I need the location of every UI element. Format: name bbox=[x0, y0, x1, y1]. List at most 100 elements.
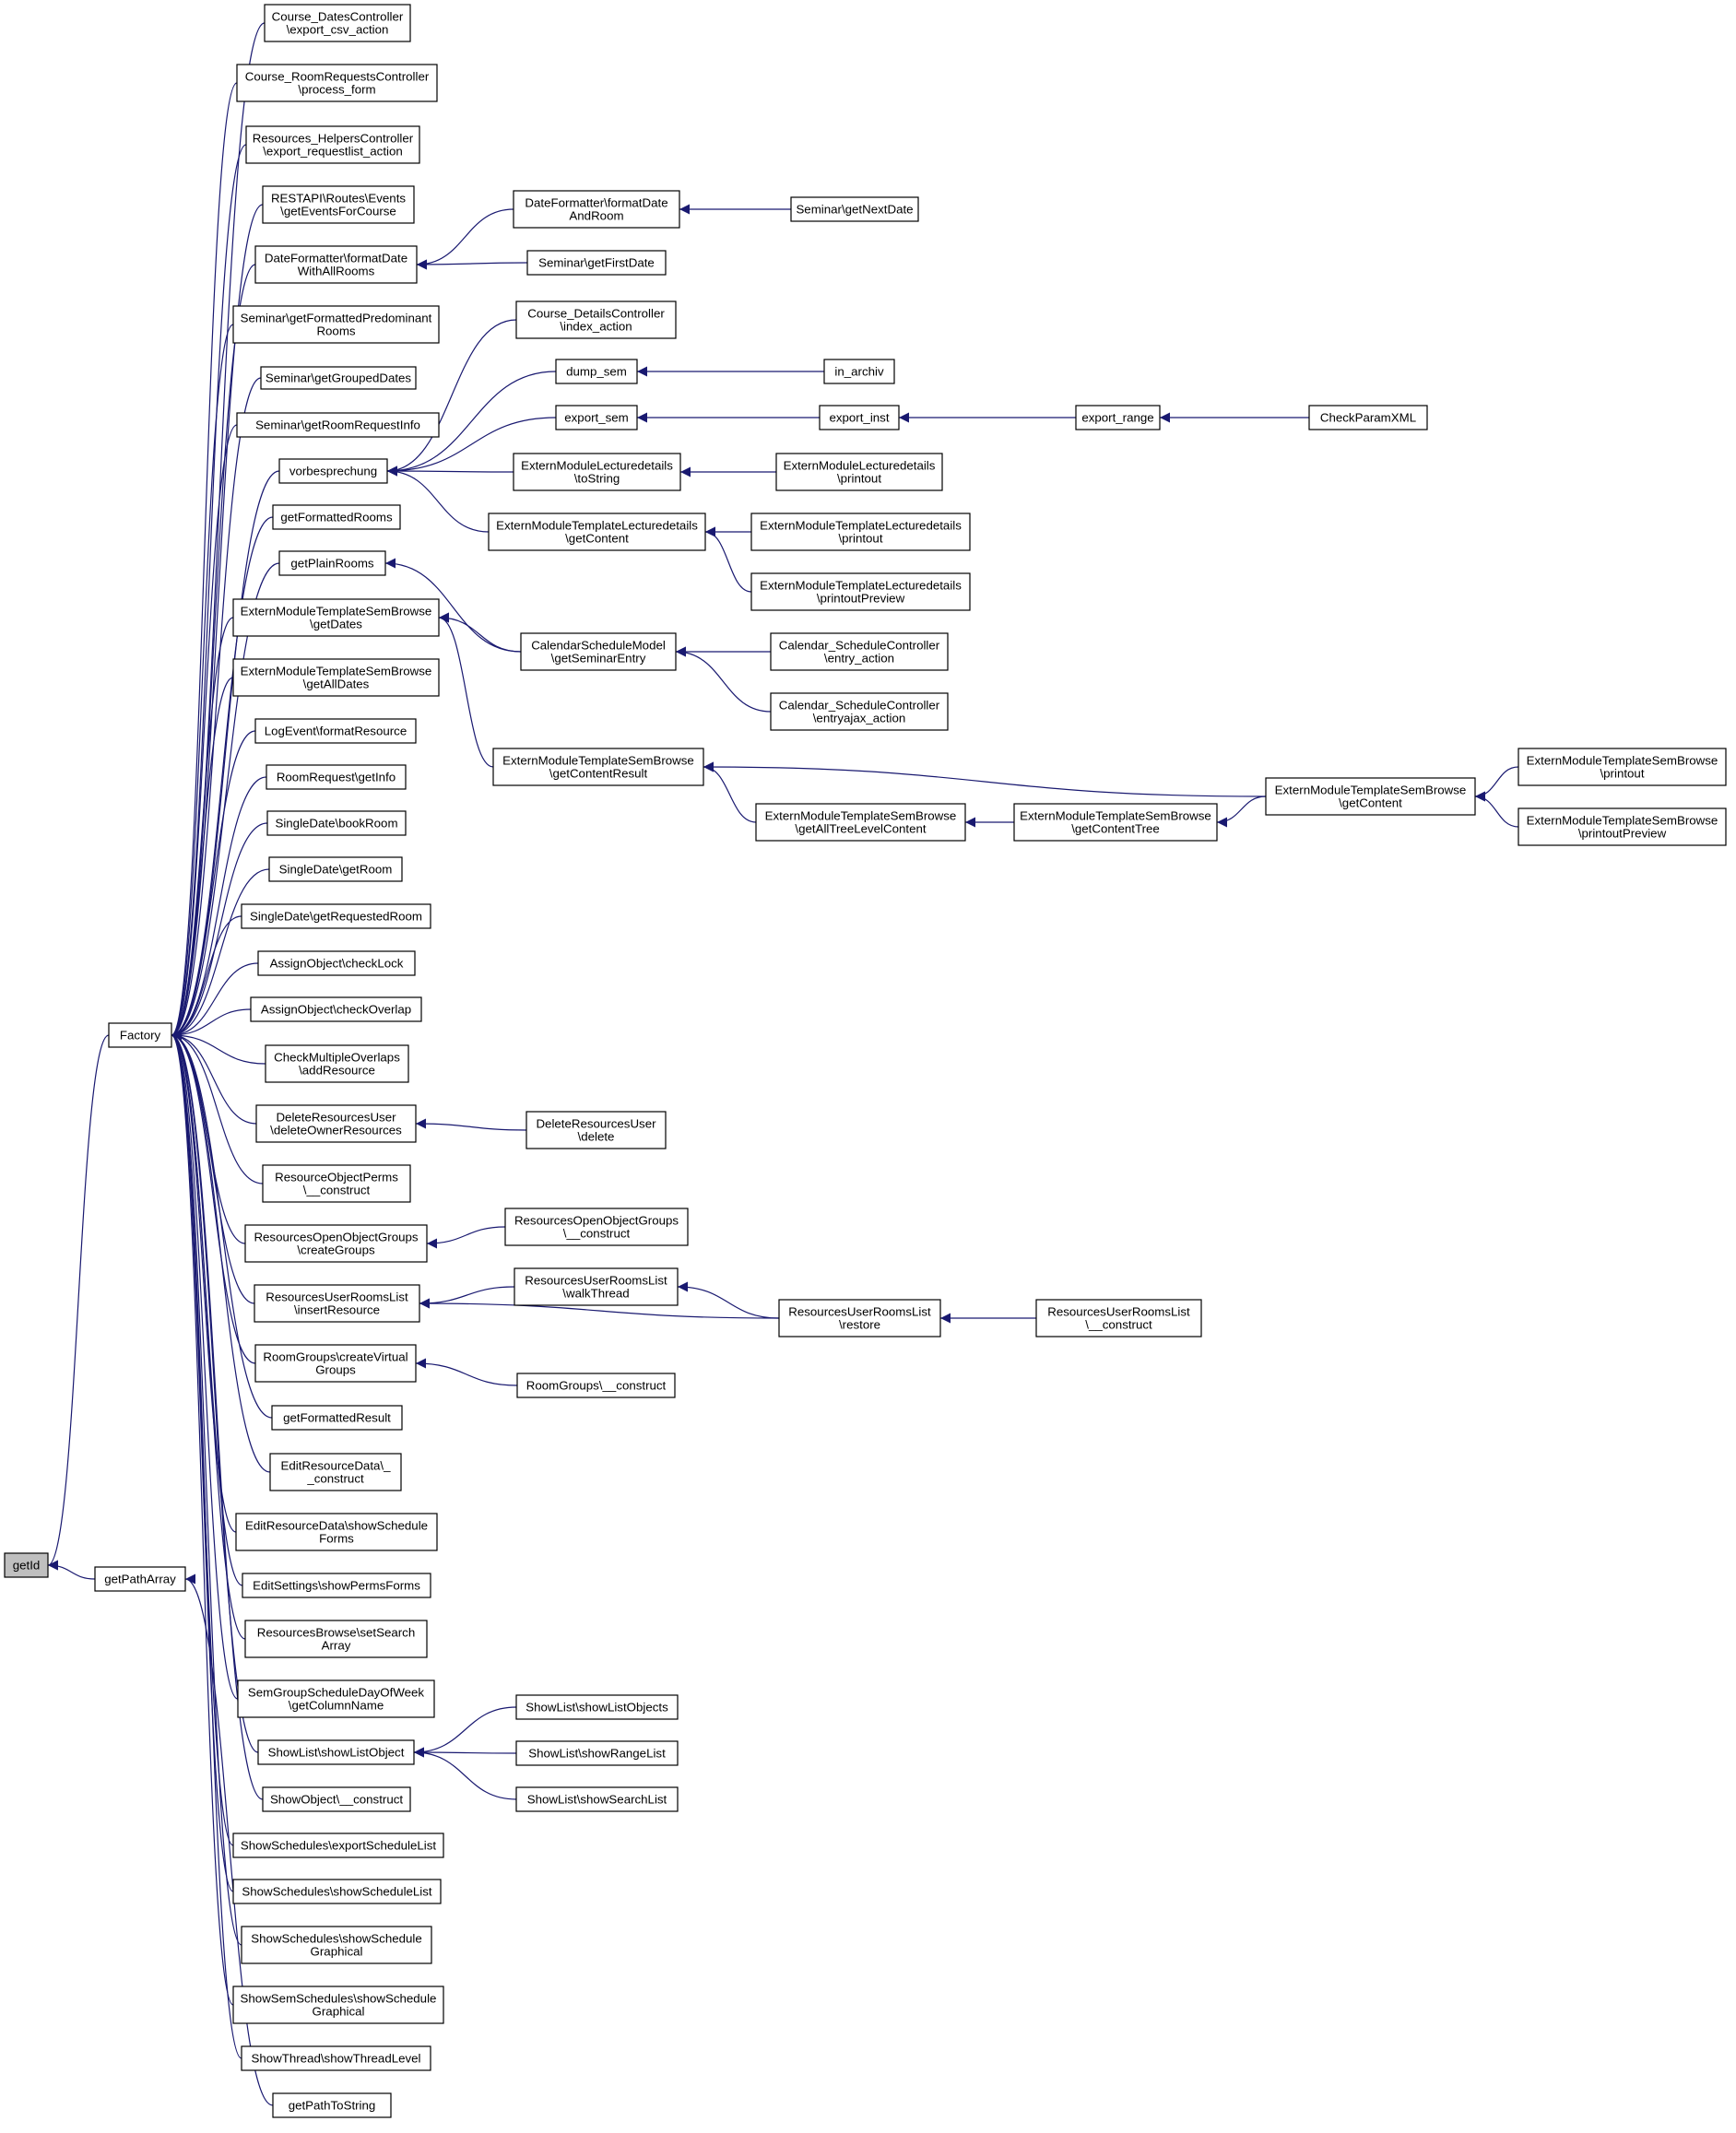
graph-node-logevent-formatresource[interactable]: LogEvent\formatResource bbox=[254, 718, 417, 744]
graph-node-semgroupscheduledayofweek-getcolumnname[interactable]: SemGroupScheduleDayOfWeek\getColumnName bbox=[237, 1679, 435, 1718]
graph-node-course-detailscontroller-index-action[interactable]: Course_DetailsController\index_action bbox=[515, 301, 677, 339]
graph-node-getformattedresult[interactable]: getFormattedResult bbox=[271, 1405, 403, 1431]
graph-node-showschedules-exportschedulelist[interactable]: ShowSchedules\exportScheduleList bbox=[232, 1832, 444, 1858]
graph-node-checkmultipleoverlaps-addresource[interactable]: CheckMultipleOverlaps\addResource bbox=[265, 1044, 409, 1083]
graph-node-roomrequest-getinfo[interactable]: RoomRequest\getInfo bbox=[266, 764, 407, 790]
graph-node-export-inst[interactable]: export_inst bbox=[819, 405, 900, 430]
graph-node-externmoduletemplatesembrowse-getcontent[interactable]: ExternModuleTemplateSemBrowse\getContent bbox=[1265, 777, 1476, 816]
graph-node-externmodulelecturedetails-tostring[interactable]: ExternModuleLecturedetails\toString bbox=[513, 453, 681, 491]
graph-node-singledate-getroom[interactable]: SingleDate\getRoom bbox=[268, 856, 403, 882]
graph-node-dump-sem[interactable]: dump_sem bbox=[555, 359, 638, 384]
graph-node-showlist-showsearchlist[interactable]: ShowList\showSearchList bbox=[515, 1786, 679, 1812]
graph-node-resourcesopenobjectgroups-creategroups[interactable]: ResourcesOpenObjectGroups\createGroups bbox=[244, 1224, 428, 1263]
graph-node-externmoduletemplatelecturedetails-printout[interactable]: ExternModuleTemplateLecturedetails\print… bbox=[750, 513, 971, 551]
node-label: \__construct bbox=[563, 1227, 631, 1241]
graph-node-singledate-getrequestedroom[interactable]: SingleDate\getRequestedRoom bbox=[241, 903, 431, 929]
node-label: ShowSemSchedules\showSchedule bbox=[241, 1992, 437, 2006]
graph-node-in-archiv[interactable]: in_archiv bbox=[823, 359, 895, 384]
node-label: \export_requestlist_action bbox=[263, 145, 403, 159]
graph-node-calendar-schedulecontroller-entry-action[interactable]: Calendar_ScheduleController\entry_action bbox=[770, 632, 949, 671]
graph-node-externmoduletemplatelecturedetails-printoutpreview[interactable]: ExternModuleTemplateLecturedetails\print… bbox=[750, 572, 971, 611]
edge-n3-to-Factory bbox=[171, 144, 247, 1041]
graph-node-resourcesuserroomslist-walkthread[interactable]: ResourcesUserRoomsList\walkThread bbox=[514, 1267, 679, 1306]
graph-node-getpathtostring[interactable]: getPathToString bbox=[272, 2092, 392, 2118]
graph-node-resourcesuserroomslist-construct[interactable]: ResourcesUserRoomsList\__construct bbox=[1035, 1299, 1202, 1338]
node-label: export_inst bbox=[829, 411, 889, 425]
graph-node-getformattedrooms[interactable]: getFormattedRooms bbox=[272, 504, 401, 530]
node-box bbox=[245, 125, 420, 164]
graph-node-getid[interactable]: getId bbox=[4, 1552, 49, 1578]
graph-node-getpatharray[interactable]: getPathArray bbox=[94, 1566, 186, 1592]
graph-node-vorbesprechung[interactable]: vorbesprechung bbox=[278, 458, 388, 484]
graph-node-export-range[interactable]: export_range bbox=[1075, 405, 1161, 430]
node-label: Resources_HelpersController bbox=[253, 132, 414, 146]
graph-node-seminar-getgroupeddates[interactable]: Seminar\getGroupedDates bbox=[260, 366, 417, 390]
node-label: Seminar\getRoomRequestInfo bbox=[255, 418, 420, 432]
node-box bbox=[271, 1405, 403, 1431]
graph-node-externmoduletemplatesembrowse-getcontentresult[interactable]: ExternModuleTemplateSemBrowse\getContent… bbox=[492, 748, 704, 786]
graph-node-showlist-showlistobjects[interactable]: ShowList\showListObjects bbox=[515, 1694, 679, 1720]
graph-node-deleteresourcesuser-deleteownerresources[interactable]: DeleteResourcesUser\deleteOwnerResources bbox=[255, 1104, 417, 1143]
graph-node-externmoduletemplatesembrowse-getcontenttree[interactable]: ExternModuleTemplateSemBrowse\getContent… bbox=[1013, 803, 1218, 842]
graph-node-showthread-showthreadlevel[interactable]: ShowThread\showThreadLevel bbox=[241, 2045, 431, 2071]
graph-node-showschedules-showschedulelist[interactable]: ShowSchedules\showScheduleList bbox=[232, 1879, 442, 1904]
graph-node-externmoduletemplatesembrowse-getalltreelevelcontent[interactable]: ExternModuleTemplateSemBrowse\getAllTree… bbox=[755, 803, 966, 842]
graph-node-assignobject-checklock[interactable]: AssignObject\checkLock bbox=[257, 950, 416, 976]
graph-node-seminar-getnextdate[interactable]: Seminar\getNextDate bbox=[790, 196, 919, 222]
graph-node-assignobject-checkoverlap[interactable]: AssignObject\checkOverlap bbox=[250, 996, 422, 1022]
graph-node-editresourcedata-construct[interactable]: EditResourceData\__construct bbox=[269, 1453, 402, 1491]
edge-n18-to-Factory bbox=[171, 915, 242, 1041]
graph-node-restapi-routes-events-geteventsforcourse[interactable]: RESTAPI\Routes\Events\getEventsForCourse bbox=[262, 185, 415, 224]
graph-node-calendar-schedulecontroller-entryajax-action[interactable]: Calendar_ScheduleController\entryajax_ac… bbox=[770, 692, 949, 731]
graph-node-roomgroups-construct[interactable]: RoomGroups\__construct bbox=[516, 1373, 676, 1398]
graph-node-resources-helperscontroller-export-requestlist-action[interactable]: Resources_HelpersController\export_reque… bbox=[245, 125, 420, 164]
graph-node-resourcesopenobjectgroups-construct[interactable]: ResourcesOpenObjectGroups\__construct bbox=[504, 1208, 689, 1246]
graph-node-externmoduletemplatelecturedetails-getcontent[interactable]: ExternModuleTemplateLecturedetails\getCo… bbox=[488, 513, 706, 551]
node-label: getPlainRooms bbox=[290, 557, 374, 571]
node-label: Graphical bbox=[313, 2005, 365, 2019]
graph-node-externmoduletemplatesembrowse-printout[interactable]: ExternModuleTemplateSemBrowse\printout bbox=[1518, 748, 1727, 786]
edge-g1-to-f2 bbox=[1474, 766, 1519, 802]
graph-node-resourceobjectperms-construct[interactable]: ResourceObjectPerms\__construct bbox=[262, 1164, 411, 1203]
graph-node-deleteresourcesuser-delete[interactable]: DeleteResourcesUser\delete bbox=[526, 1111, 667, 1149]
node-label: \printoutPreview bbox=[817, 592, 905, 606]
graph-node-externmoduletemplatesembrowse-getalldates[interactable]: ExternModuleTemplateSemBrowse\getAllDate… bbox=[232, 658, 440, 697]
node-label: ExternModuleTemplateSemBrowse bbox=[1275, 784, 1467, 797]
edge-c16-to-n33 bbox=[413, 1747, 517, 1800]
graph-node-showlist-showlistobject[interactable]: ShowList\showListObject bbox=[257, 1739, 415, 1765]
edge-d8-to-c8 bbox=[675, 646, 772, 713]
node-box bbox=[520, 632, 677, 671]
graph-node-course-roomrequestscontroller-process-form[interactable]: Course_RoomRequestsController\process_fo… bbox=[236, 64, 438, 102]
graph-node-showlist-showrangelist[interactable]: ShowList\showRangeList bbox=[515, 1740, 679, 1766]
graph-node-getplainrooms[interactable]: getPlainRooms bbox=[278, 550, 386, 576]
graph-node-checkparamxml[interactable]: CheckParamXML bbox=[1308, 405, 1428, 430]
node-label: ExternModuleTemplateLecturedetails bbox=[760, 579, 962, 593]
graph-node-factory[interactable]: Factory bbox=[108, 1022, 172, 1048]
edge-c5-to-n9 bbox=[386, 417, 557, 477]
graph-node-export-sem[interactable]: export_sem bbox=[555, 405, 638, 430]
graph-node-seminar-getfirstdate[interactable]: Seminar\getFirstDate bbox=[526, 250, 667, 276]
edge-n39-to-Factory bbox=[171, 1030, 242, 2059]
graph-node-resourcesuserroomslist-insertresource[interactable]: ResourcesUserRoomsList\insertResource bbox=[254, 1284, 420, 1323]
graph-node-externmoduletemplatesembrowse-printoutpreview[interactable]: ExternModuleTemplateSemBrowse\printoutPr… bbox=[1518, 807, 1727, 846]
graph-node-calendarschedulemodel-getseminarentry[interactable]: CalendarScheduleModel\getSeminarEntry bbox=[520, 632, 677, 671]
edge-n29-to-Factory bbox=[171, 1030, 237, 1533]
graph-node-editsettings-showpermsforms[interactable]: EditSettings\showPermsForms bbox=[242, 1573, 431, 1598]
graph-node-showobject-construct[interactable]: ShowObject\__construct bbox=[262, 1786, 411, 1812]
graph-node-seminar-getroomrequestinfo[interactable]: Seminar\getRoomRequestInfo bbox=[236, 412, 440, 438]
edge-n11-to-Factory bbox=[171, 562, 280, 1041]
graph-node-externmoduletemplatesembrowse-getdates[interactable]: ExternModuleTemplateSemBrowse\getDates bbox=[232, 598, 440, 637]
node-label: \index_action bbox=[560, 320, 632, 334]
graph-node-course-datescontroller-export-csv-action[interactable]: Course_DatesController\export_csv_action bbox=[264, 4, 411, 42]
graph-node-resourcesuserroomslist-restore[interactable]: ResourcesUserRoomsList\restore bbox=[778, 1299, 941, 1338]
graph-node-externmodulelecturedetails-printout[interactable]: ExternModuleLecturedetails\printout bbox=[775, 453, 943, 491]
graph-node-singledate-bookroom[interactable]: SingleDate\bookRoom bbox=[266, 810, 407, 836]
